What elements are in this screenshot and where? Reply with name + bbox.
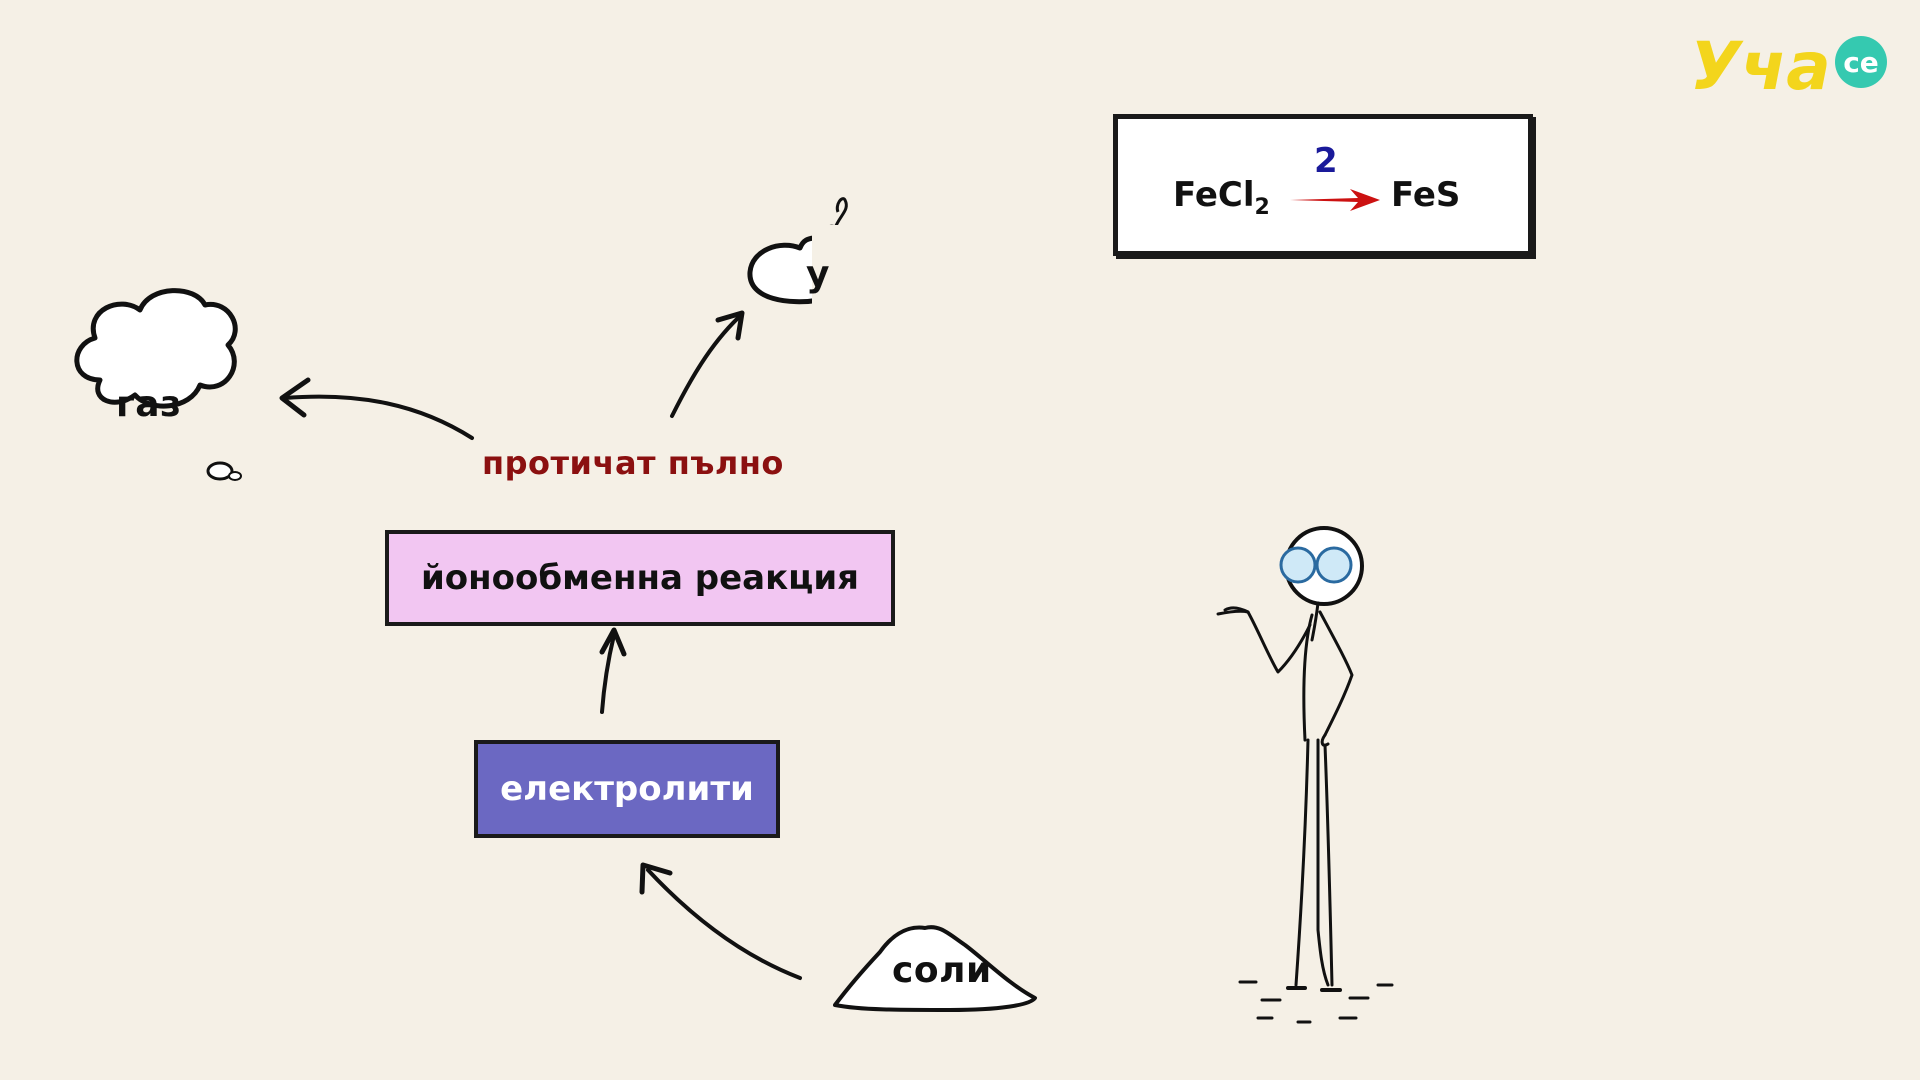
reaction-formula-box: FeCl2 2 FeS — [1113, 114, 1533, 256]
arrow-to-gas-head — [279, 377, 311, 418]
ucha-se-logo: Уча ce — [1690, 28, 1890, 108]
partial-cloud — [747, 197, 848, 305]
stick-figure — [1216, 526, 1394, 1024]
arrow-to-gas — [283, 394, 474, 440]
gas-label: газ — [116, 384, 182, 425]
proceed-fully-label: протичат пълно — [482, 444, 784, 482]
logo-text: Уча — [1690, 28, 1831, 105]
reactant-symbol: FeCl — [1173, 175, 1255, 215]
arrow-to-electrolytes — [646, 868, 802, 980]
logo-badge-text: ce — [1843, 45, 1879, 79]
arrow-to-electrolytes-head — [639, 862, 673, 895]
partial-cloud-label: у — [806, 254, 830, 295]
reactant-formula: FeCl2 — [1173, 175, 1270, 220]
arrow-to-ion-exchange — [600, 633, 616, 714]
reactant-subscript: 2 — [1254, 194, 1270, 220]
arrow-to-cloud — [670, 316, 740, 418]
gas-cloud — [74, 288, 242, 481]
electrolytes-box: електролити — [474, 740, 780, 838]
electrolytes-label: електролити — [500, 769, 754, 809]
ion-exchange-box: йонообменна реакция — [385, 530, 895, 626]
reaction-arrow — [1290, 189, 1380, 211]
arrow-to-cloud-head — [715, 310, 745, 341]
product-formula: FeS — [1391, 175, 1461, 215]
salt-pile — [833, 925, 1037, 1012]
arrow-to-ion-exchange-head — [599, 627, 627, 657]
salts-label: соли — [892, 950, 992, 991]
ion-exchange-label: йонообменна реакция — [420, 558, 859, 598]
logo-badge: ce — [1835, 36, 1887, 88]
reaction-coefficient: 2 — [1314, 141, 1338, 181]
